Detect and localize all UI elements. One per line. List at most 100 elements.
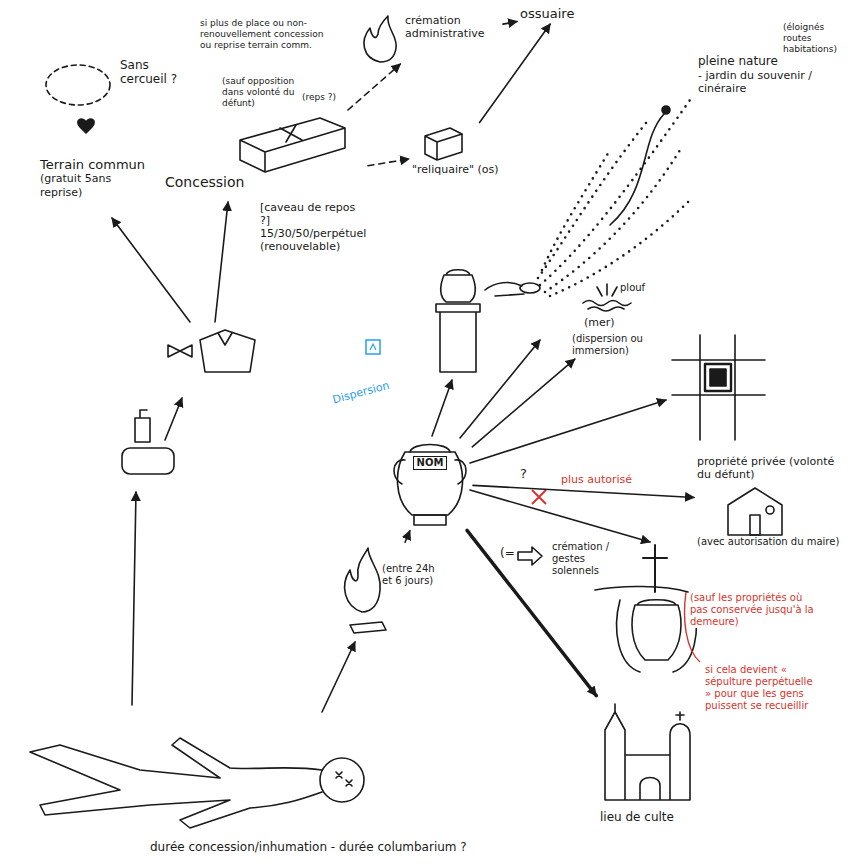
house-door [750, 515, 760, 535]
sketch-note: crémation / gestes solennels [552, 541, 627, 577]
connector-arrow [368, 159, 409, 166]
nature-dot [662, 106, 670, 114]
node-text: - jardin du souvenir / cinéraire [698, 69, 848, 95]
flame-drawing [345, 548, 381, 612]
arrow-to-clothes [165, 398, 182, 440]
house [728, 488, 782, 535]
reliquary-node: "reliquaire" (os) [412, 125, 507, 176]
house-window [766, 506, 774, 514]
building-tops [615, 704, 684, 720]
dead-eyes [336, 772, 352, 786]
node-text: (mer) [584, 316, 615, 329]
sponge [122, 448, 174, 474]
node-text: crémation administrative [405, 14, 500, 40]
node-text: Sans cercueil ? [120, 58, 195, 87]
worship-place-node: lieu de culte [585, 698, 710, 824]
sketch-note: (sauf opposition dans volonté du défunt) [222, 76, 298, 108]
grave-cross [643, 545, 667, 592]
equals-note: (= [500, 546, 515, 560]
connector-arrow [503, 21, 517, 24]
private-property-node: propriété privée (volonté du défunt) (ave… [697, 455, 847, 548]
arrow-to-grave [470, 490, 650, 542]
sketch-note: (reps ?) [302, 92, 336, 103]
reliquary-box [425, 128, 462, 160]
small-coffin [350, 622, 386, 633]
folded-shirt [200, 330, 255, 372]
arrow-to-common-ground [112, 218, 190, 322]
waves [583, 301, 631, 312]
node-text: "reliquaire" (os) [412, 163, 499, 176]
cremation-node: (entre 24h et 6 jours) [340, 545, 440, 611]
columbarium-niche [705, 364, 731, 391]
ash-stream [538, 118, 650, 278]
node-text: NOM [413, 456, 448, 470]
body-head [320, 758, 364, 802]
node-text: (dispersion ou immersion) [572, 333, 670, 357]
arrow-to-pedestal [432, 380, 452, 436]
node-text: (entre 24h et 6 jours) [382, 563, 440, 587]
urn-node: NOM [390, 438, 470, 528]
lotion-bottle [135, 410, 150, 442]
arrow-to-concession [215, 202, 228, 322]
ink-drawing [30, 16, 782, 828]
node-text: Terrain commun [40, 157, 145, 173]
blue-note: Dispersion [331, 379, 390, 407]
urn-details [394, 445, 466, 526]
ossuary-node: ossuaire [520, 6, 595, 22]
node-text: (éloignés routes habitations) [783, 22, 853, 54]
red-note: (sauf les propriétés où pas conservée ju… [690, 592, 820, 628]
brush [520, 283, 540, 293]
node-text: plouf [620, 282, 645, 294]
sketch-note: si plus de place ou non-renouvellement c… [200, 18, 325, 50]
urn-body [397, 452, 462, 515]
node-text: 15/30/50/perpétuel (renouvelable) [260, 227, 365, 253]
arrow-to-columbarium [470, 400, 666, 463]
ash-stream [545, 150, 680, 292]
worship-building [605, 712, 690, 800]
node-text: Concession [165, 174, 244, 191]
node-text: ossuaire [520, 6, 574, 22]
splash [597, 284, 617, 296]
dashed-grave-outline [46, 65, 110, 105]
ash-stream [542, 150, 610, 270]
red-note: si cela devient « sépulture perpétuelle … [705, 664, 815, 712]
arrow-to-care [132, 492, 136, 705]
ash-dots [538, 100, 690, 296]
hollow-arrow [518, 547, 542, 565]
concession-node: Concession [caveau de repos ?]15/30/50/pe… [165, 112, 365, 254]
caption-text: durée concession/inhumation - durée colu… [150, 840, 467, 854]
buried-urn [632, 600, 681, 660]
admin-cremation-node: crémation administrative [360, 14, 500, 62]
flame-drawing [364, 16, 396, 62]
coffin-cross [280, 125, 302, 142]
heart-mark [78, 119, 94, 133]
nature-node: (éloignés routes habitations)pleine natu… [688, 22, 853, 95]
connector-arrow [405, 531, 410, 542]
bow-tie [168, 345, 192, 357]
hand [485, 283, 524, 296]
arrow-to-cremation [322, 642, 355, 712]
node-text: [caveau de repos ?] [260, 201, 365, 227]
pedestal [436, 304, 480, 372]
connector-arrow [472, 359, 574, 447]
body-outline [30, 738, 322, 828]
pedestal-urn [441, 270, 476, 302]
coffin-drawing [240, 118, 345, 172]
ground [595, 586, 688, 592]
node-text: lieu de culte [600, 810, 674, 824]
connector-arrow [348, 64, 400, 110]
ash-stream [540, 100, 690, 285]
columbarium-grid [672, 335, 765, 440]
red-cross-mark [532, 490, 546, 504]
connector-arrow [473, 485, 694, 497]
question-mark: ? [520, 466, 527, 482]
node-text: (gratuit 5ans reprise) [40, 172, 135, 198]
node-text: propriété privée (volonté du défunt) [697, 455, 847, 481]
node-text: (avec autorisation du maire) [697, 536, 839, 548]
sea-node: plouf (mer) (dispersion ou immersion) [572, 282, 670, 357]
blue-icon-mark [370, 344, 376, 350]
niche-plate [710, 369, 726, 386]
